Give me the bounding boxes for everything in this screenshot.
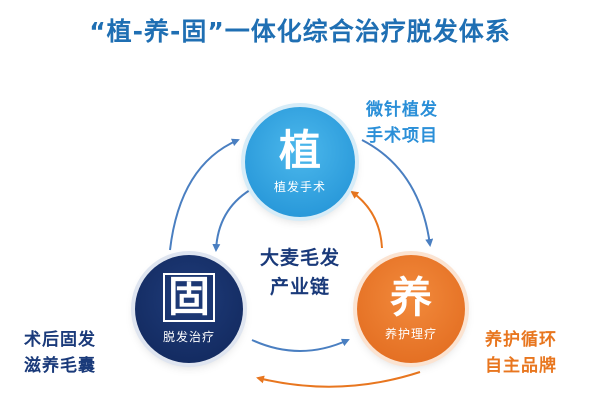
node-zhi-glyph: 植 <box>278 125 321 175</box>
side-text-top-right-line-1: 微针植发 <box>366 100 438 120</box>
arrow-yang-outer-to-gu <box>256 371 421 388</box>
node-yang: 养 养护理疗 <box>357 255 465 363</box>
node-zhi: 植 植发手术 <box>245 107 355 217</box>
center-label: 大麦毛发 产业链 <box>235 244 365 301</box>
side-text-top-right-line-2: 手术项目 <box>366 125 438 146</box>
center-label-line-2: 产业链 <box>269 275 330 298</box>
side-text-bottom-left: 术后固发 滋养毛囊 <box>24 328 96 379</box>
arrow-zhi-outer-to-yang <box>361 139 434 247</box>
center-label-line-1: 大麦毛发 <box>259 247 340 269</box>
side-text-bottom-left-line-2: 滋养毛囊 <box>24 355 96 376</box>
diagram-title: “植-养-固”一体化综合治疗脱发体系 <box>89 17 511 46</box>
arrow-yang-to-zhi <box>350 190 383 249</box>
node-gu-glyph: 固 <box>162 273 215 322</box>
arrow-zhi-to-gu <box>212 189 251 252</box>
side-text-bottom-right: 养护循环 自主品牌 <box>485 328 557 379</box>
arrow-gu-outer-to-zhi <box>169 138 240 251</box>
side-text-bottom-right-line-1: 养护循环 <box>485 330 557 350</box>
node-yang-glyph: 养 <box>389 272 432 322</box>
node-gu-caption: 脱发治疗 <box>162 329 215 344</box>
side-text-top-right: 微针植发 手术项目 <box>366 98 438 149</box>
node-yang-caption: 养护理疗 <box>384 326 437 341</box>
side-text-bottom-right-line-2: 自主品牌 <box>485 355 557 376</box>
arrow-gu-to-yang <box>251 338 350 352</box>
node-zhi-caption: 植发手术 <box>273 179 326 194</box>
node-gu: 固 脱发治疗 <box>135 255 243 363</box>
side-text-bottom-left-line-1: 术后固发 <box>24 330 96 350</box>
